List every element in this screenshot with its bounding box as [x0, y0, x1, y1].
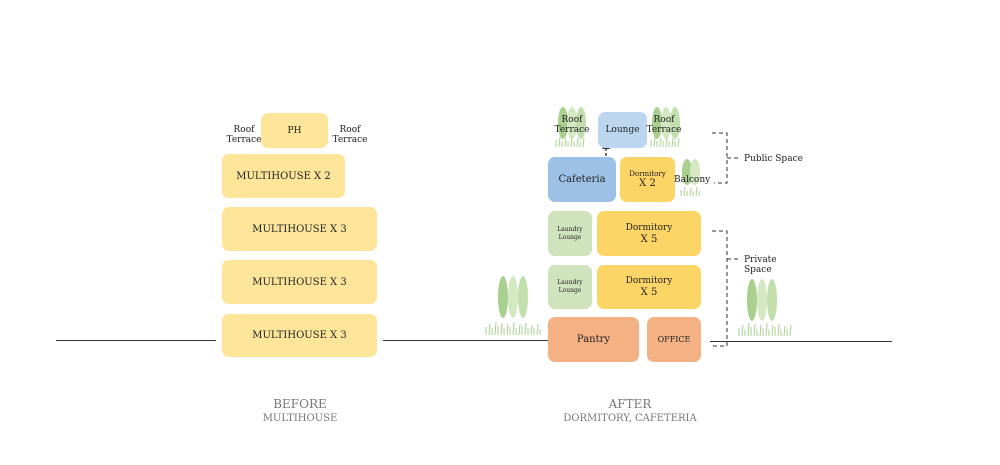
office-block: OFFICE — [647, 317, 701, 362]
office-label: OFFICE — [657, 335, 691, 344]
tree-group-left — [485, 276, 541, 336]
pantry-block: Pantry — [548, 317, 639, 362]
before-floor-2-label: MULTIHOUSE X 3 — [252, 276, 347, 288]
before-floor-1: MULTIHOUSE X 3 — [222, 314, 377, 357]
before-floor-2: MULTIHOUSE X 3 — [222, 260, 377, 304]
dormitory-small-label: Dormitory — [629, 170, 666, 178]
cafeteria-label: Cafeteria — [558, 174, 606, 185]
lounge-block: Lounge — [598, 112, 647, 148]
before-floor-4-label: MULTIHOUSE X 2 — [236, 170, 331, 182]
before-caption-subtitle: MULTIHOUSE — [262, 413, 338, 424]
ground-line-right — [710, 341, 892, 342]
laundry-lounge-block-1: Laundry Lounge — [548, 265, 592, 309]
tree-group-right — [738, 279, 792, 337]
after-caption-title: AFTER — [608, 397, 652, 411]
before-ph-block: PH — [261, 113, 328, 148]
private-space-bracket — [710, 230, 738, 347]
ground-line-middle — [383, 340, 550, 341]
before-caption: BEFORE MULTIHOUSE — [230, 397, 370, 424]
lounge-label: Lounge — [605, 125, 640, 135]
balcony-label: Balcony — [674, 175, 711, 185]
cafeteria-block: Cafeteria — [548, 157, 616, 202]
dormitory-block-2: Dormitory X 5 — [597, 211, 701, 256]
before-caption-title: BEFORE — [273, 397, 327, 411]
balcony-tree — [680, 159, 700, 197]
before-floor-3: MULTIHOUSE X 3 — [222, 207, 377, 251]
dormitory-small-count: X 2 — [639, 178, 656, 189]
private-space-label: Private Space — [744, 255, 777, 275]
after-caption-subtitle: DORMITORY, CAFETERIA — [563, 413, 697, 424]
before-floor-3-label: MULTIHOUSE X 3 — [252, 223, 347, 235]
laundry-lounge-block-2: Laundry Lounge — [548, 211, 592, 256]
before-ph-label: PH — [287, 125, 302, 136]
roof-trees-right — [650, 107, 680, 148]
before-floor-4: MULTIHOUSE X 2 — [222, 154, 345, 198]
public-space-label: Public Space — [744, 154, 803, 164]
before-floor-1-label: MULTIHOUSE X 3 — [252, 330, 347, 341]
after-caption: AFTER DORMITORY, CAFETERIA — [540, 397, 720, 424]
ground-line-left — [56, 340, 216, 341]
roof-trees-left — [555, 107, 586, 148]
dormitory-block-1: Dormitory X 5 — [597, 265, 701, 309]
dormitory-small-block: Dormitory X 2 — [620, 157, 675, 202]
pantry-label: Pantry — [576, 334, 611, 345]
public-space-bracket — [712, 132, 738, 184]
